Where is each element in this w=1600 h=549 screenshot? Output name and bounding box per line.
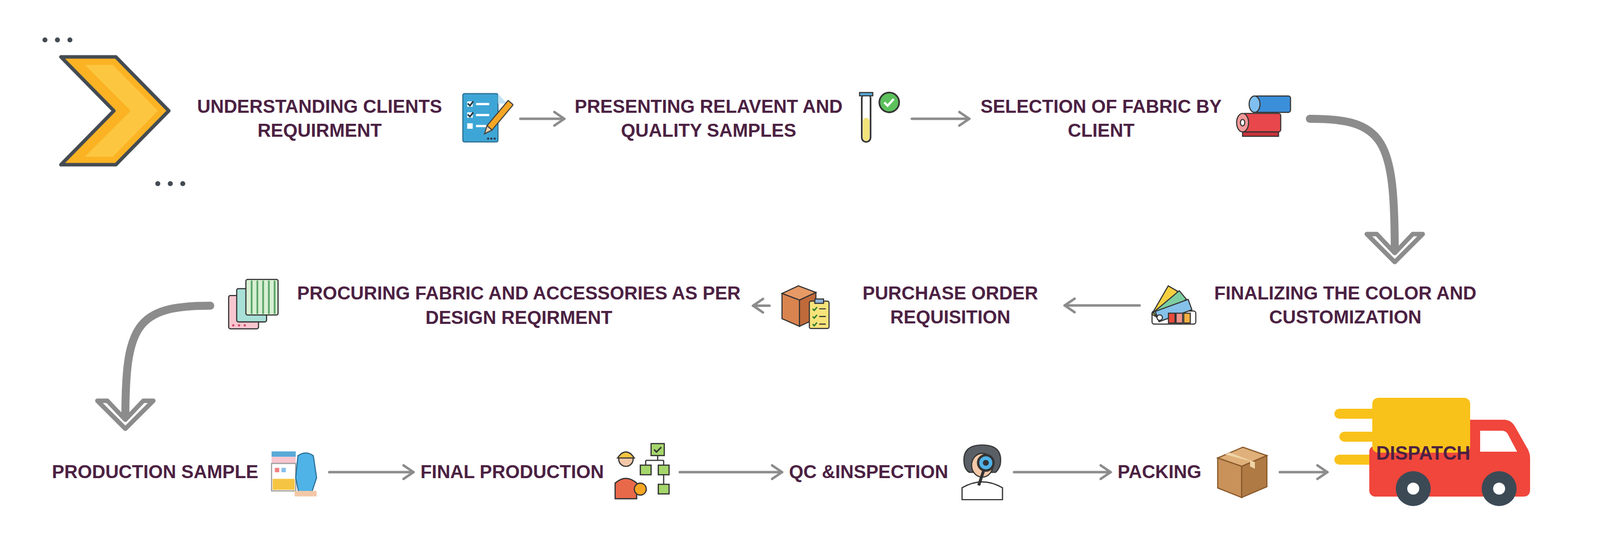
process-step: SELECTION OF FABRIC BY CLIENT	[976, 90, 1295, 148]
process-step: QC &INSPECTION	[789, 441, 1008, 504]
flow-arrow	[911, 111, 970, 126]
flow-arrow	[520, 111, 565, 126]
flow-arrow	[97, 306, 211, 430]
step-label: QC &INSPECTION	[789, 460, 949, 485]
step-label: PRODUCTION SAMPLE	[51, 460, 259, 485]
step-icon	[225, 276, 283, 336]
dots	[42, 37, 186, 187]
step-label: SELECTION OF FABRIC BY CLIENT	[976, 94, 1226, 143]
flow-arrow	[753, 299, 770, 313]
step-label: FINALIZING THE COLOR AND CUSTOMIZATION	[1212, 281, 1478, 330]
step-icon	[1234, 90, 1295, 148]
step-label: UNDERSTANDING CLIENTS REQUIRMENT	[189, 94, 450, 143]
flow-arrow	[1309, 118, 1423, 263]
step-label: FINAL PRODUCTION	[420, 460, 604, 485]
step-label: PURCHASE ORDER REQUISITION	[842, 281, 1058, 330]
step-icon	[612, 441, 673, 504]
step-label: PACKING	[1117, 460, 1202, 485]
dispatch-label: DISPATCH	[1376, 441, 1471, 466]
flow-arrow	[1279, 465, 1328, 479]
step-icon	[776, 277, 834, 335]
step-icon	[1146, 277, 1204, 335]
step-icon	[957, 441, 1008, 504]
flow-arrow	[329, 465, 414, 479]
process-step: FINAL PRODUCTION	[420, 441, 673, 504]
process-step: UNDERSTANDING CLIENTS REQUIRMENT	[189, 90, 514, 148]
process-step: PACKING	[1117, 441, 1273, 504]
step-icon	[854, 90, 905, 148]
step-label: PROCURING FABRIC AND ACCESSORIES AS PER …	[291, 281, 747, 330]
step-icon	[267, 443, 323, 501]
flow-arrow	[1014, 465, 1111, 479]
step-label: PRESENTING RELAVENT AND QUALITY SAMPLES	[571, 94, 846, 143]
process-step: FINALIZING THE COLOR AND CUSTOMIZATION	[1146, 277, 1478, 335]
process-step: PRODUCTION SAMPLE	[51, 443, 323, 501]
process-step: PROCURING FABRIC AND ACCESSORIES AS PER …	[225, 276, 747, 336]
step-icon	[458, 90, 514, 148]
truck-node: DISPATCH	[1334, 396, 1531, 507]
flow-arrow	[1064, 298, 1140, 313]
process-step: PURCHASE ORDER REQUISITION	[776, 277, 1058, 335]
flow-arrow	[679, 465, 783, 479]
logo-chevron	[60, 56, 169, 165]
step-icon	[1210, 441, 1273, 504]
process-step: PRESENTING RELAVENT AND QUALITY SAMPLES	[571, 90, 905, 148]
